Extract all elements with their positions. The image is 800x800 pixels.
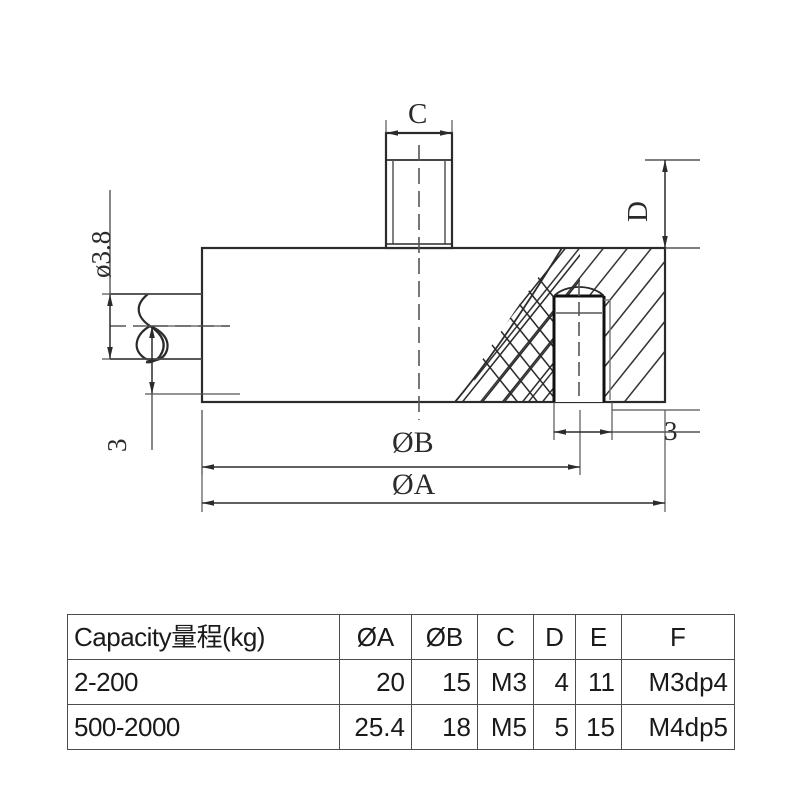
dimension-C xyxy=(385,120,453,136)
dimension-D xyxy=(645,159,700,249)
spec-table-container: Capacity量程(kg) ØA ØB C D E F 2-200 20 15… xyxy=(67,614,735,750)
table-row: 500-2000 25.4 18 M5 5 15 M4dp5 xyxy=(67,704,735,750)
header-e: E xyxy=(575,614,622,660)
table-row: 2-200 20 15 M3 4 11 M3dp4 xyxy=(67,659,735,705)
header-capacity: Capacity量程(kg) xyxy=(67,614,340,660)
cell-e: 11 xyxy=(575,659,622,705)
label-right-offset: 3 xyxy=(664,416,678,446)
dimension-OA xyxy=(201,410,666,512)
cell-capacity: 500-2000 xyxy=(67,704,340,750)
cell-c: M5 xyxy=(477,704,534,750)
header-d: D xyxy=(533,614,576,660)
label-diameter-b: ØB xyxy=(392,426,434,459)
cell-f: M4dp5 xyxy=(621,704,735,750)
header-c: C xyxy=(477,614,534,660)
header-oa: ØA xyxy=(339,614,412,660)
spec-table: Capacity量程(kg) ØA ØB C D E F 2-200 20 15… xyxy=(67,614,735,750)
top-boss xyxy=(384,131,454,258)
cell-oa: 25.4 xyxy=(339,704,412,750)
cell-ob: 18 xyxy=(411,704,478,750)
cell-capacity: 2-200 xyxy=(67,659,340,705)
label-cable-diameter: ø3.8 xyxy=(86,230,116,278)
cell-d: 5 xyxy=(533,704,576,750)
header-f: F xyxy=(621,614,735,660)
cell-f: M3dp4 xyxy=(621,659,735,705)
cell-oa: 20 xyxy=(339,659,412,705)
label-left-offset: 3 xyxy=(102,438,132,453)
cell-d: 4 xyxy=(533,659,576,705)
threaded-hole xyxy=(552,282,611,402)
header-ob: ØB xyxy=(411,614,478,660)
dimension-left-offset xyxy=(145,325,240,450)
cell-e: 15 xyxy=(575,704,622,750)
label-boss-width: C xyxy=(408,98,428,130)
label-diameter-a: ØA xyxy=(392,468,436,501)
cell-ob: 15 xyxy=(411,659,478,705)
dimension-OB xyxy=(201,410,581,475)
label-boss-height: D xyxy=(622,201,654,222)
cell-c: M3 xyxy=(477,659,534,705)
dimension-right-offset xyxy=(553,402,700,440)
table-header-row: Capacity量程(kg) ØA ØB C D E F xyxy=(67,614,735,660)
